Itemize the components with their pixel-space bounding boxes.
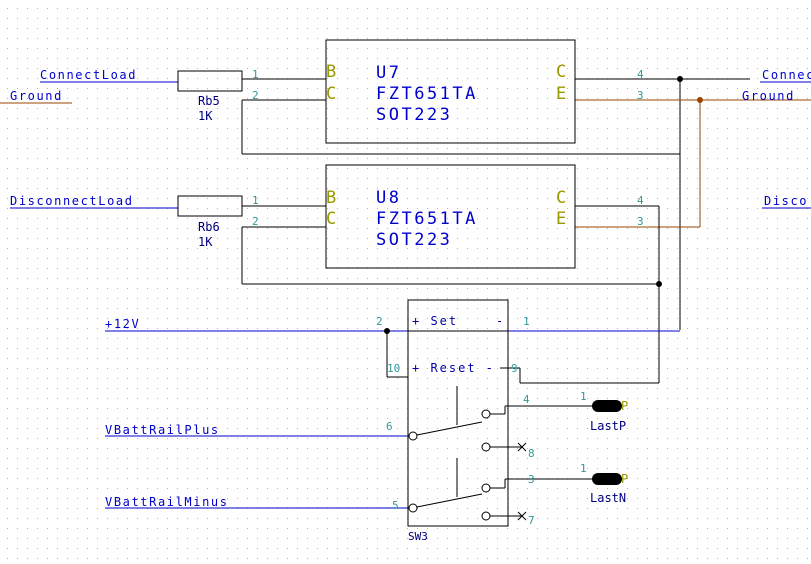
sw3-pin-4: 4 <box>523 393 530 406</box>
net-label-vbatt-plus: VBattRailPlus <box>105 423 220 437</box>
rb5-pin-1: 1 <box>252 68 259 81</box>
sw3-set-label: + Set <box>412 314 458 328</box>
u8-pin-e-label: E <box>556 209 566 229</box>
u7-ic-box <box>325 39 576 144</box>
last-p-pin: 1 <box>580 390 587 403</box>
junction-dot-u7-c <box>677 76 683 82</box>
sw3-pin-9: 9 <box>511 362 518 375</box>
rb6-pin-1: 1 <box>252 194 259 207</box>
sw3-pin-1: 1 <box>523 315 530 328</box>
last-n-ref: LastN <box>590 491 626 505</box>
sw3-pin-7: 7 <box>528 514 535 527</box>
rb6-ref: Rb6 <box>198 220 220 234</box>
rb5-ref: Rb5 <box>198 94 220 108</box>
rb5-resistor-body <box>177 70 243 92</box>
junction-dot-ground <box>697 97 703 103</box>
sw3-levers <box>416 386 483 508</box>
rb5-pin-2: 2 <box>252 89 259 102</box>
last-n-mark: P <box>621 472 628 486</box>
u7-part: FZT651TA <box>376 84 478 104</box>
u7-pin-3: 3 <box>637 89 644 102</box>
sw3-pin-10: 10 <box>387 362 400 375</box>
u8-pin-c-right-label: C <box>556 188 566 208</box>
last-p-mark: P <box>621 399 628 413</box>
sw3-box <box>407 299 509 527</box>
sw3-ref: SW3 <box>408 530 428 543</box>
net-label-disconnect-right: Disco <box>764 194 808 208</box>
net-label-vbatt-minus: VBattRailMinus <box>105 495 229 509</box>
no-connect-x-icon <box>517 442 527 521</box>
u8-package: SOT223 <box>376 230 452 250</box>
net-label-disconnect-load: DisconnectLoad <box>10 194 134 208</box>
rb6-pin-2: 2 <box>252 215 259 228</box>
junction-dot-u8-c <box>656 281 662 287</box>
u8-part: FZT651TA <box>376 209 478 229</box>
last-p-ref: LastP <box>590 419 626 433</box>
sw3-set-minus: - <box>496 314 505 328</box>
u7-pin-b-label: B <box>326 62 336 82</box>
u8-pin-c-left-label: C <box>326 209 336 229</box>
last-n-connector-icon <box>592 473 622 485</box>
net-label-connect-load: ConnectLoad <box>40 68 137 82</box>
u7-section <box>40 78 811 330</box>
sw3-reset-label: + Reset - <box>412 361 495 375</box>
ground-wires <box>0 99 811 228</box>
u8-ic-box <box>325 164 576 269</box>
rb6-value: 1K <box>198 235 213 249</box>
rb5-value: 1K <box>198 109 213 123</box>
net-label-12v: +12V <box>105 317 140 331</box>
u8-section <box>10 205 811 383</box>
sw3-wires <box>105 330 680 517</box>
u7-pin-4: 4 <box>637 68 644 81</box>
u7-package: SOT223 <box>376 105 452 125</box>
sw3-pin-8: 8 <box>528 447 535 460</box>
sw3-pin-3: 3 <box>528 473 535 486</box>
last-n-pin: 1 <box>580 462 587 475</box>
u8-pin-4: 4 <box>637 194 644 207</box>
rb6-resistor-body <box>177 195 243 217</box>
u8-pin-3: 3 <box>637 215 644 228</box>
last-p-connector-icon <box>592 400 622 412</box>
u7-pin-c-right-label: C <box>556 62 566 82</box>
net-label-ground-left: Ground <box>10 89 63 103</box>
u7-pin-c-left-label: C <box>326 84 336 104</box>
sw3-pin-6: 6 <box>386 420 393 433</box>
sw3-pin-5: 5 <box>392 499 399 512</box>
u7-ref: U7 <box>376 63 401 83</box>
sw3-contacts <box>408 409 491 521</box>
net-label-ground-right: Ground <box>742 89 795 103</box>
sw3-pin-2: 2 <box>376 315 383 328</box>
u8-pin-b-label: B <box>326 188 336 208</box>
junction-dot-12v <box>384 328 390 334</box>
u7-pin-e-label: E <box>556 84 566 104</box>
u8-ref: U8 <box>376 188 401 208</box>
net-label-connect-right: Connec <box>762 68 811 82</box>
